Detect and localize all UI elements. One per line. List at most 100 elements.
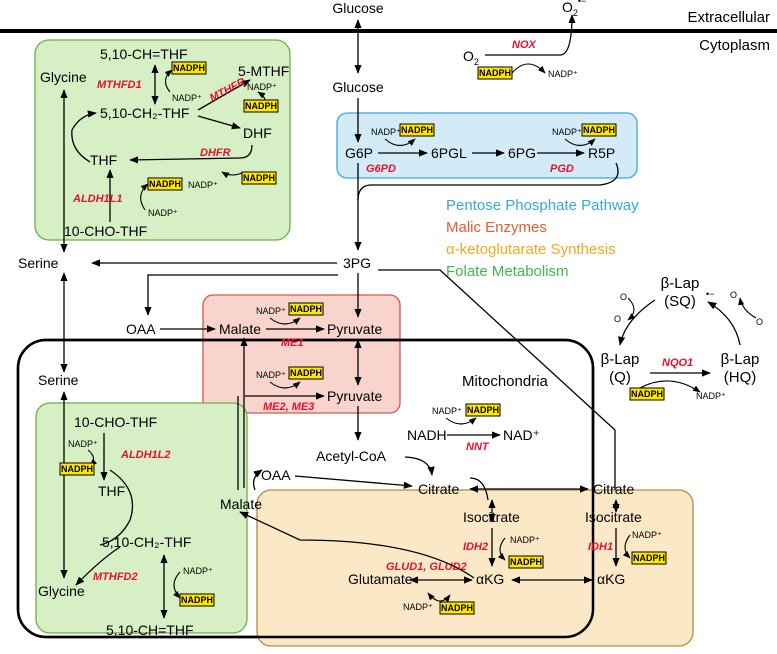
idh2-enzyme: IDH2 bbox=[463, 541, 488, 553]
nadph-badge bbox=[241, 171, 277, 185]
pyruvate-mitochondria: Pyruvate bbox=[327, 388, 382, 404]
svg-text:NADP⁺: NADP⁺ bbox=[552, 127, 582, 137]
nadph-badge bbox=[477, 66, 513, 80]
svg-text:NADPH: NADPH bbox=[173, 63, 205, 73]
svg-text:NADP⁺: NADP⁺ bbox=[256, 306, 286, 316]
svg-text:NADPH: NADPH bbox=[290, 368, 322, 378]
isocitrate-mitochondria: Isocitrate bbox=[463, 509, 520, 525]
akg-cytoplasm-label: αKG bbox=[597, 571, 625, 587]
mitochondria-membrane-top bbox=[16, 338, 595, 639]
3pg-to-oaa-arrow bbox=[144, 274, 338, 316]
nox-cofactor-arc bbox=[511, 63, 546, 74]
nadph-badge bbox=[243, 99, 279, 113]
glucose-cytoplasm: Glucose bbox=[332, 79, 384, 95]
svg-text:NADPH: NADPH bbox=[479, 68, 511, 78]
akg-synthesis: Isocitrate IDH2 NADP⁺ NADPH αKG Glutamat… bbox=[239, 509, 593, 615]
serine-mitochondria: Serine bbox=[38, 372, 79, 388]
idh1-enzyme: IDH1 bbox=[588, 541, 613, 553]
nqo1-enzyme: NQO1 bbox=[662, 357, 693, 369]
3pg-citrate-line bbox=[378, 269, 616, 490]
nox-enzyme: NOX bbox=[512, 39, 537, 51]
svg-text:NADPH: NADPH bbox=[467, 405, 499, 415]
r5p-label: R5P bbox=[588, 145, 615, 161]
nad-label: NAD⁺ bbox=[503, 427, 540, 443]
nadph-badge bbox=[465, 403, 501, 417]
malic-box bbox=[202, 294, 401, 414]
folate-mitochondria: Serine 10-CHO-THF NADP⁺ NADPH ALDH1L2 TH… bbox=[38, 272, 215, 638]
g6p-label: G6P bbox=[345, 145, 373, 161]
glutamate-label: Glutamate bbox=[348, 571, 413, 587]
svg-text:(HQ): (HQ) bbox=[724, 369, 757, 386]
svg-text:NADPH: NADPH bbox=[510, 557, 542, 567]
mitochondria-label: Mitochondria bbox=[462, 373, 549, 390]
r5p-return-arrow bbox=[357, 162, 619, 201]
nox-reaction: O2 O2•− NOX NADPH NADP⁺ bbox=[463, 0, 586, 80]
oaa-cytoplasm: OAA bbox=[126, 321, 156, 337]
serine-cytoplasm: Serine bbox=[18, 255, 59, 271]
svg-text:NADPH: NADPH bbox=[181, 595, 213, 605]
svg-text:(SQ): (SQ) bbox=[664, 293, 696, 310]
oaa-mitochondria: OAA bbox=[261, 467, 291, 483]
svg-text:NADP⁺: NADP⁺ bbox=[548, 69, 578, 79]
dhf-to-thf-arrow bbox=[129, 144, 253, 164]
svg-text:NADP⁺: NADP⁺ bbox=[371, 127, 401, 137]
nox-arrow bbox=[485, 14, 576, 56]
thf-mito: THF bbox=[98, 483, 125, 499]
nadph-badge bbox=[59, 462, 95, 476]
akg-cytoplasm: Isocitrate IDH1 NADP⁺ NADPH αKG bbox=[585, 499, 667, 587]
malate-cytoplasm: Malate bbox=[219, 321, 261, 337]
me2-me3-enzyme: ME2, ME3 bbox=[263, 401, 314, 413]
mthfd1-enzyme: MTHFD1 bbox=[97, 79, 142, 91]
svg-text:NADP⁺: NADP⁺ bbox=[247, 82, 277, 92]
dhf-label: DHF bbox=[243, 125, 272, 141]
svg-text:NADPH: NADPH bbox=[243, 173, 275, 183]
folate-cyt-box bbox=[34, 39, 291, 241]
nadph-badge bbox=[288, 366, 324, 380]
svg-text:NADP⁺: NADP⁺ bbox=[403, 602, 433, 612]
nadph-badge bbox=[439, 601, 475, 615]
cho-thf-cyt: 10-CHO-THF bbox=[64, 223, 147, 239]
svg-text:NADPH: NADPH bbox=[149, 179, 181, 189]
glucose-extracellular: Glucose bbox=[332, 0, 384, 16]
svg-text:(Q): (Q) bbox=[609, 369, 631, 386]
nnt-reaction: NADH NAD⁺ NNT NADP⁺ NADPH bbox=[407, 403, 540, 453]
nadph-badge bbox=[288, 302, 324, 316]
nadph-badge bbox=[508, 555, 544, 569]
malate-mitochondria: Malate bbox=[220, 496, 262, 512]
aldh1l2-enzyme: ALDH1L2 bbox=[120, 449, 171, 461]
glud-enzyme: GLUD1, GLUD2 bbox=[386, 561, 467, 573]
aldh1l1-enzyme: ALDH1L1 bbox=[72, 193, 123, 205]
nadph-badge bbox=[631, 551, 667, 565]
svg-text:O: O bbox=[756, 317, 763, 327]
svg-text:NADP⁺: NADP⁺ bbox=[632, 530, 662, 540]
nadph-badge bbox=[581, 123, 617, 137]
svg-text:NADPH: NADPH bbox=[441, 603, 473, 613]
pyruvate-cytoplasm: Pyruvate bbox=[327, 321, 382, 337]
blap-q: β-Lap bbox=[601, 351, 640, 368]
acetyl-coa-label: Acetyl-CoA bbox=[316, 448, 387, 464]
citrate-mitochondria: Citrate bbox=[418, 481, 459, 497]
svg-text:NADPH: NADPH bbox=[61, 464, 93, 474]
svg-text:NADP⁺: NADP⁺ bbox=[183, 566, 213, 576]
svg-text:O: O bbox=[614, 314, 621, 324]
cho-thf-mito: 10-CHO-THF bbox=[74, 414, 157, 430]
svg-text:NADPH: NADPH bbox=[401, 125, 433, 135]
nadph-badge bbox=[629, 387, 665, 401]
svg-text:NADP⁺: NADP⁺ bbox=[510, 535, 540, 545]
svg-text:O: O bbox=[620, 292, 627, 302]
svg-text:NADP⁺: NADP⁺ bbox=[68, 439, 98, 449]
citrate-cytoplasm: Citrate bbox=[593, 481, 634, 497]
ppp-pathway: G6P 6PGL 6PG R5P NADP⁺ NADPH G6PD NADP⁺ … bbox=[345, 123, 619, 201]
svg-text:NADPH: NADPH bbox=[245, 101, 277, 111]
nadph-badge bbox=[179, 593, 215, 607]
svg-text:NADP⁺: NADP⁺ bbox=[148, 208, 178, 218]
svg-text:NADPH: NADPH bbox=[633, 553, 665, 563]
svg-text:•−: •− bbox=[706, 289, 714, 299]
nadph-badge bbox=[171, 61, 207, 75]
svg-text:NADP⁺: NADP⁺ bbox=[432, 406, 462, 416]
superoxide-text: O2•− bbox=[562, 0, 586, 18]
5-mthf-label: 5-MTHF bbox=[238, 63, 289, 79]
svg-text:NADP⁺: NADP⁺ bbox=[256, 370, 286, 380]
